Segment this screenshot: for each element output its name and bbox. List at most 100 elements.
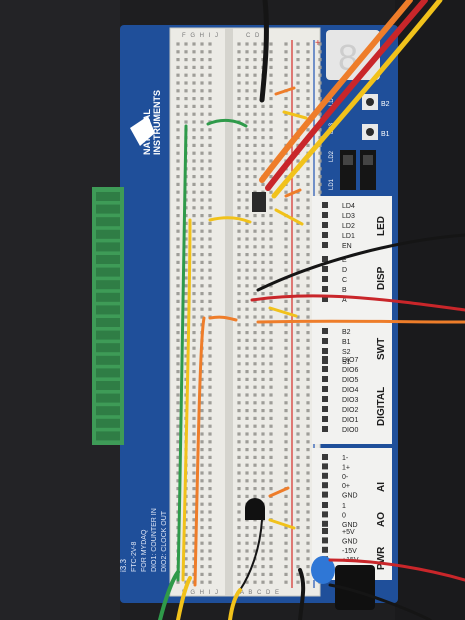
breadboard-hole (208, 385, 212, 389)
button-b1-cap[interactable] (366, 128, 374, 136)
breadboard-hole (237, 58, 241, 62)
pin-label-disp-4: A (342, 297, 347, 304)
breadboard-hole (284, 229, 288, 233)
pin-socket[interactable] (322, 491, 328, 498)
breadboard-hole (184, 284, 188, 288)
breadboard-hole (200, 479, 204, 483)
breadboard-hole (296, 362, 300, 366)
pin-socket[interactable] (322, 520, 328, 527)
breadboard-hole (306, 198, 310, 202)
rail-plus-label: + (315, 38, 321, 49)
pin-socket[interactable] (322, 296, 328, 302)
breadboard-hole (296, 81, 300, 85)
breadboard-hole (245, 175, 249, 179)
breadboard-hole (184, 245, 188, 249)
breadboard-hole (269, 432, 273, 436)
pin-socket[interactable] (322, 338, 328, 344)
pin-socket[interactable] (322, 546, 328, 553)
wire-yellow-bottom-2 (228, 588, 242, 620)
breadboard-hole (269, 284, 273, 288)
pin-socket[interactable] (322, 537, 328, 544)
breadboard-hole (306, 292, 310, 296)
breadboard-hole (306, 58, 310, 62)
pin-socket[interactable] (322, 502, 328, 508)
breadboard-hole (253, 409, 257, 413)
breadboard-hole (253, 455, 257, 459)
breadboard-hole (208, 323, 212, 327)
wire-orange-short-2 (284, 188, 302, 198)
breadboard-hole (306, 97, 310, 101)
breadboard-hole (200, 393, 204, 397)
breadboard-hole (200, 65, 204, 69)
pin-socket[interactable] (322, 406, 328, 412)
pin-socket[interactable] (322, 242, 328, 248)
breadboard-hole (318, 89, 322, 93)
breadboard-hole (269, 175, 273, 179)
breadboard-hole (306, 549, 310, 553)
pin-socket[interactable] (322, 202, 328, 208)
pin-socket[interactable] (322, 396, 328, 402)
pin-group-title-ao: AO (376, 512, 387, 527)
breadboard-hole (318, 58, 322, 62)
breadboard-hole (296, 440, 300, 444)
breadboard-hole (237, 385, 241, 389)
breadboard-hole (176, 354, 180, 358)
pin-socket[interactable] (322, 482, 328, 489)
pin-socket[interactable] (322, 463, 328, 470)
pin-socket[interactable] (322, 348, 328, 354)
pin-socket[interactable] (322, 328, 328, 334)
pin-socket[interactable] (322, 528, 328, 534)
breadboard-hole (261, 448, 265, 452)
breadboard-hole (245, 237, 249, 241)
pin-socket[interactable] (322, 356, 328, 362)
breadboard-hole (306, 175, 310, 179)
pin-socket[interactable] (322, 266, 328, 272)
breadboard-hole (269, 549, 273, 553)
pin-socket[interactable] (322, 426, 328, 432)
pin-socket[interactable] (322, 386, 328, 392)
breadboard-hole (200, 221, 204, 225)
pin-socket[interactable] (322, 366, 328, 372)
breadboard-hole (184, 315, 188, 319)
pin-socket[interactable] (322, 416, 328, 422)
breadboard-hole (184, 50, 188, 54)
breadboard-hole (269, 237, 273, 241)
pin-socket[interactable] (322, 454, 328, 460)
pin-socket[interactable] (322, 256, 328, 262)
breadboard-hole (296, 245, 300, 249)
pin-socket[interactable] (322, 511, 328, 518)
breadboard-hole (245, 159, 249, 163)
breadboard-hole (176, 97, 180, 101)
pin-socket[interactable] (322, 232, 328, 238)
pin-socket[interactable] (322, 286, 328, 292)
breadboard-hole (237, 97, 241, 101)
breadboard-hole (184, 42, 188, 46)
breadboard-hole (296, 89, 300, 93)
breadboard-hole (237, 81, 241, 85)
pin-socket[interactable] (322, 222, 328, 228)
breadboard-hole (306, 253, 310, 257)
breadboard-hole (269, 463, 273, 467)
wire-yellow-jumper (208, 216, 252, 224)
breadboard-hole (192, 377, 196, 381)
breadboard-hole (253, 487, 257, 491)
breadboard-hole (237, 471, 241, 475)
breadboard-hole (176, 167, 180, 171)
pin-socket[interactable] (322, 472, 328, 479)
breadboard-hole (237, 565, 241, 569)
pin-socket[interactable] (322, 376, 328, 382)
breadboard-hole (245, 471, 249, 475)
pin-socket[interactable] (322, 212, 328, 218)
breadboard-hole (261, 479, 265, 483)
breadboard-hole (237, 416, 241, 420)
pin-label-disp-0: E (342, 257, 347, 264)
button-b2-cap[interactable] (366, 98, 374, 106)
breadboard-hole (306, 42, 310, 46)
breadboard-hole (200, 73, 204, 77)
pin-socket[interactable] (322, 276, 328, 282)
wire-yellow-bottom (176, 576, 192, 620)
breadboard-hole (261, 393, 265, 397)
breadboard-hole (176, 292, 180, 296)
breadboard-hole (237, 479, 241, 483)
pin-label-ai-1: 1+ (342, 464, 350, 471)
